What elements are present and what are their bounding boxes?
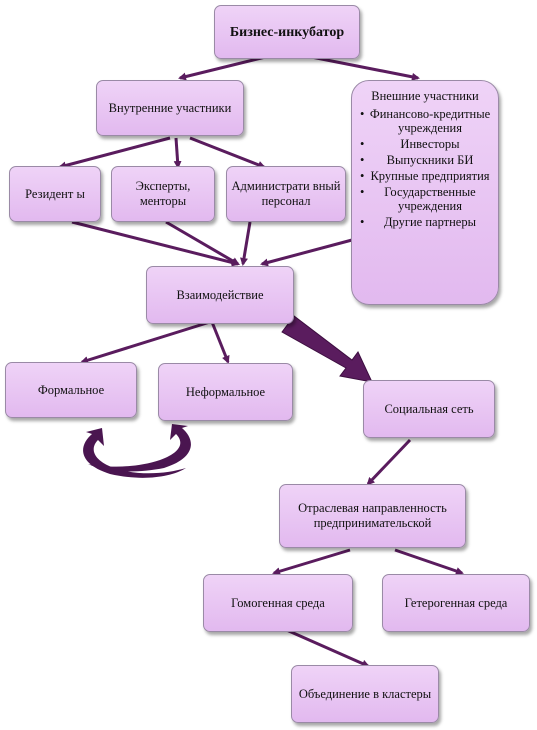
- homogeneous-environment-node: Гомогенная среда: [203, 574, 353, 632]
- arrow-social-industry: [366, 438, 412, 486]
- external-item: Крупные предприятия: [358, 169, 492, 183]
- heterogeneous-environment-node: Гетерогенная среда: [382, 574, 530, 632]
- block-arrow-interaction-social: [281, 315, 373, 383]
- external-item: Другие партнеры: [358, 215, 492, 229]
- interaction-node: Взаимодействие: [146, 266, 294, 324]
- residents-node: Резидент ы: [9, 166, 101, 222]
- arrow-residents-interaction: [71, 220, 240, 267]
- external-participants-list: Финансово-кредитные учреждения Инвесторы…: [358, 107, 492, 229]
- external-participants-title: Внешние участники: [371, 89, 479, 103]
- cycle-arrows-icon: [83, 424, 191, 478]
- arrow-industry-homogeneous: [272, 548, 351, 576]
- arrow-homogeneous-clusters: [281, 626, 370, 668]
- formal-node: Формальное: [5, 362, 137, 418]
- internal-participants-node: Внутренние участники: [96, 80, 244, 136]
- arrow-admin-interaction: [240, 221, 252, 266]
- arrow-experts-interaction: [165, 220, 240, 266]
- arrow-interaction-informal: [210, 321, 230, 364]
- admin-staff-node: Администрати вный персонал: [226, 166, 346, 222]
- industry-orientation-node: Отраслевая направленность предпринимател…: [279, 484, 466, 548]
- arrow-internal-experts: [173, 137, 182, 169]
- external-item: Финансово-кредитные учреждения: [358, 107, 492, 135]
- informal-node: Неформальное: [158, 363, 293, 421]
- arrow-external-interaction: [260, 238, 353, 267]
- arrow-interaction-formal: [80, 320, 211, 365]
- clusters-node: Объединение в кластеры: [291, 665, 439, 723]
- external-item: Выпускники БИ: [358, 153, 492, 167]
- experts-node: Эксперты, менторы: [111, 166, 215, 222]
- social-network-node: Социальная сеть: [363, 380, 495, 438]
- arrow-internal-admin: [189, 136, 266, 169]
- external-item: Инвесторы: [358, 137, 492, 151]
- arrow-internal-residents: [58, 136, 171, 170]
- incubator-node: Бизнес-инкубатор: [214, 5, 360, 59]
- arrow-industry-heterogeneous: [394, 548, 464, 575]
- external-item: Государственные учреждения: [358, 185, 492, 213]
- external-participants-node: Внешние участники Финансово-кредитные уч…: [351, 80, 499, 305]
